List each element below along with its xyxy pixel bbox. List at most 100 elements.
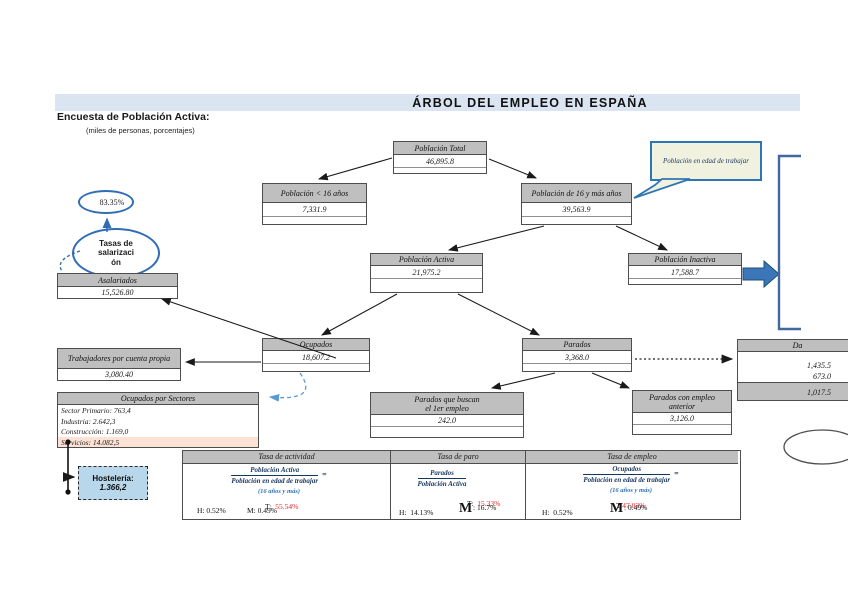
- m-label: M: [610, 501, 624, 516]
- numerator: Población Activa: [231, 466, 319, 476]
- node-label: Ocupados por Sectores: [58, 393, 258, 405]
- node-poblacion-16-y-mas: Población de 16 y más años 39,563.9: [521, 183, 632, 225]
- rate-header: Tasa de paro: [391, 451, 525, 464]
- t-value: 47.03%: [622, 501, 646, 510]
- node-spacer: [633, 425, 731, 434]
- m-value: 0.49%: [257, 506, 278, 515]
- connector-endpoint: [65, 489, 71, 495]
- node-label: Población < 16 años: [263, 184, 366, 203]
- denominator: Población en edad de trabajar: [231, 477, 319, 485]
- node-spacer: [523, 364, 631, 371]
- node-spacer: [522, 217, 631, 224]
- numerator: Ocupados: [583, 465, 671, 475]
- arrow-parados-to-empleo-anterior: [591, 372, 631, 389]
- node-spacer: [371, 279, 482, 292]
- rate-h: H: 14.13%: [399, 508, 433, 517]
- m-value: : 16.7%: [473, 503, 497, 512]
- t-label: T:: [467, 499, 474, 508]
- arrow-total-to-mayor16: [488, 158, 538, 179]
- node-recorte-derecha: Da 1,435.5 673.0 1,017.5: [737, 339, 848, 401]
- node-value: 46,895.8: [394, 155, 486, 168]
- t-label: T:: [265, 502, 272, 511]
- t-label: T:: [616, 501, 623, 510]
- h-value: 0.52%: [553, 508, 573, 517]
- rate-h: H: 0.52%: [197, 506, 226, 515]
- node-value: 3,080.40: [105, 370, 133, 379]
- arrow-dashed-ocupados-to-sectores: [268, 372, 307, 402]
- node-asalariados: Asalariados 15,526.80: [57, 273, 178, 299]
- hosteleria-label: Hostelería:: [92, 474, 134, 483]
- h-value: 14.13%: [410, 508, 434, 517]
- bubble-line: Tasas de: [99, 238, 133, 248]
- rate-total: T: 15.33%: [467, 493, 500, 511]
- bracket-right: [777, 154, 801, 331]
- node-label: Población Activa: [371, 254, 482, 266]
- hosteleria-box: Hostelería: 1.366,2: [78, 466, 148, 500]
- node-ocupados-por-sectores: Ocupados por Sectores Sector Primario: 7…: [57, 392, 259, 448]
- denominator: Población en edad de trabajar: [583, 476, 671, 484]
- node-spacer: [371, 427, 523, 437]
- salarizacion-bubble: Tasas de salarizaci ón: [72, 228, 160, 278]
- clipped-oval-bottom-right: [783, 429, 848, 465]
- arrow-mayor16-to-activa: [447, 225, 545, 252]
- salarizacion-rate-oval: 83.35%: [78, 190, 134, 214]
- arrow-activa-to-ocupados: [321, 293, 398, 336]
- equals-sign: =: [674, 469, 679, 478]
- denominator: Población Activa: [417, 480, 467, 488]
- rate-m: M: 0.49%: [247, 506, 277, 515]
- node-poblacion-inactiva: Población Inactiva 17,588.7: [628, 253, 742, 285]
- m-value: : 0.49%: [624, 503, 648, 512]
- node-spacer: [394, 168, 486, 173]
- label-line: anterior: [668, 401, 696, 411]
- node-value: 17,588.7: [629, 266, 741, 279]
- node-label: Parados que buscan el 1er empleo: [371, 393, 523, 415]
- node-label: Da: [738, 340, 848, 352]
- rate-note: (16 años y más): [609, 487, 653, 494]
- survey-heading: Encuesta de Población Activa:: [57, 111, 210, 123]
- m-label: M:: [247, 506, 256, 515]
- sector-row-construccion: Construcción: 1.169,0: [61, 427, 129, 436]
- rate-note: (16 años y más): [257, 488, 301, 495]
- h-value: 0.52%: [206, 506, 226, 515]
- title-bar: ÁRBOL DEL EMPLEO EN ESPAÑA: [55, 94, 800, 111]
- page-title: ÁRBOL DEL EMPLEO EN ESPAÑA: [412, 95, 648, 110]
- node-label: Trabajadores por cuenta propia: [58, 349, 180, 369]
- sector-row-industria: Industria: 2.642,3: [61, 416, 116, 426]
- label-line: Parados con empleo: [649, 392, 715, 402]
- t-value: 15.33%: [477, 499, 501, 508]
- sector-row-primario: Sector Primario: 763,4: [61, 406, 131, 415]
- node-value: 15,526.80: [101, 288, 134, 297]
- value-highlight: 1,017.5: [738, 382, 848, 400]
- value-line: 1,435.5: [807, 361, 831, 370]
- node-value: 7,331.9: [263, 203, 366, 217]
- t-value: 55.54%: [275, 502, 299, 511]
- node-parados-empleo-anterior: Parados con empleo anterior 3,126.0: [632, 390, 732, 435]
- node-label: Población de 16 y más años: [522, 184, 631, 203]
- block-arrow-inactiva-right: [742, 259, 780, 289]
- node-poblacion-activa: Población Activa 21,975.2: [370, 253, 483, 293]
- node-spacer: [263, 364, 369, 371]
- node-poblacion-menor-16: Población < 16 años 7,331.9: [262, 183, 367, 225]
- label-line: Parados que buscan: [414, 394, 480, 404]
- h-label: H:: [197, 506, 205, 515]
- survey-note: (miles de personas, porcentajes): [86, 126, 195, 135]
- arrow-total-to-menor16: [317, 157, 393, 181]
- node-value: 3,126.0: [633, 413, 731, 425]
- node-label: Parados con empleo anterior: [633, 391, 731, 413]
- m-label: M: [459, 501, 473, 516]
- node-value: 242.0: [371, 415, 523, 427]
- sector-row-servicios: Servicios: 14.082,5: [58, 436, 258, 447]
- node-poblacion-total: Población Total 46,895.8: [393, 141, 487, 174]
- node-value: 21,975.2: [371, 266, 482, 279]
- node-label: Parados: [523, 339, 631, 351]
- node-label: Población Inactiva: [629, 254, 741, 266]
- rate-h: H: 0.52%: [542, 508, 573, 517]
- node-label: Ocupados: [263, 339, 369, 351]
- equals-sign: =: [322, 470, 327, 479]
- label-line: el 1er empleo: [425, 403, 469, 413]
- numerator: Parados: [417, 469, 467, 479]
